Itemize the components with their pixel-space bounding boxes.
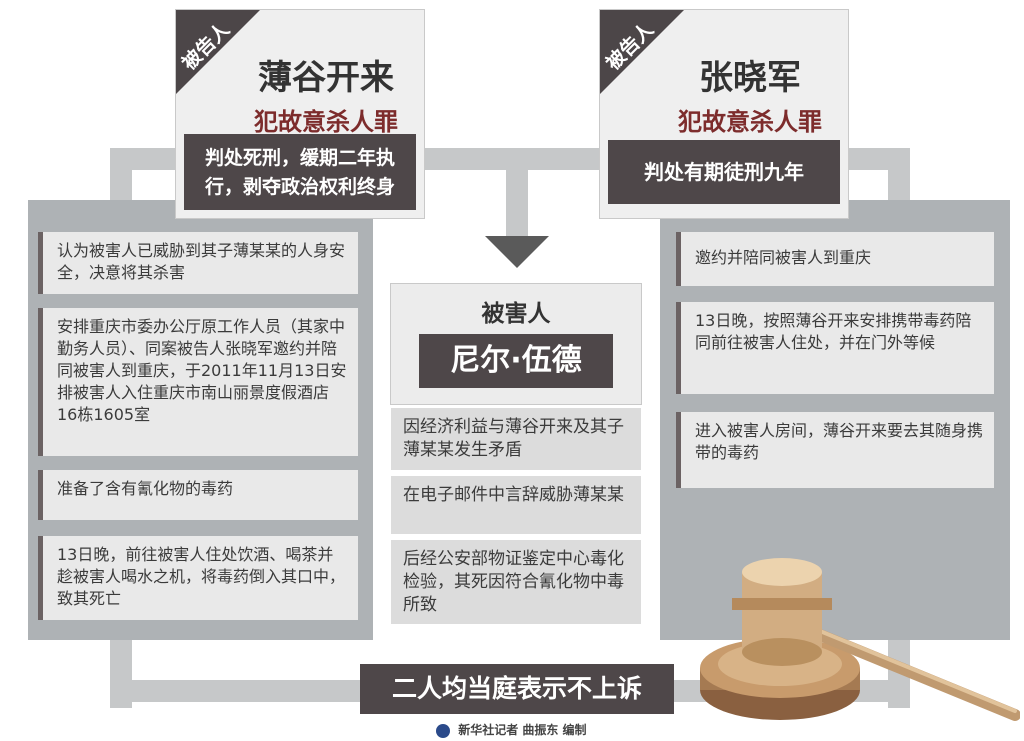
left-item-2: 安排重庆市委办公厅原工作人员（其家中勤务人员）、同案被告人张晓军邀约并陪同被害人… — [38, 308, 358, 456]
credit-text: 新华社记者 曲振东 编制 — [458, 723, 587, 737]
xinhua-logo-icon — [436, 723, 450, 738]
defendant-tag: 被告人 — [176, 10, 260, 94]
right-defendant-card: 被告人 张晓军 犯故意杀人罪 判处有期徒刑九年 — [600, 10, 848, 218]
gavel-icon — [700, 558, 1020, 721]
defendant-sentence: 判处死刑，缓期二年执 行，剥夺政治权利终身 — [184, 134, 416, 210]
defendant-name: 张晓军 — [699, 58, 801, 98]
victim-card: 被害人 尼尔·伍德 — [391, 284, 641, 404]
left-item-3: 准备了含有氰化物的毒药 — [38, 470, 358, 520]
center-connector — [506, 148, 528, 240]
center-item-1: 因经济利益与薄谷开来及其子薄某某发生矛盾 — [391, 408, 641, 470]
left-defendant-card: 被告人 薄谷开来 犯故意杀人罪 判处死刑，缓期二年执 行，剥夺政治权利终身 — [176, 10, 424, 218]
left-item-4: 13日晚，前往被害人住处饮酒、喝茶并趁被害人喝水之机，将毒药倒入其口中，致其死亡 — [38, 536, 358, 620]
center-item-3: 后经公安部物证鉴定中心毒化检验，其死因符合氰化物中毒所致 — [391, 540, 641, 624]
defendant-tag: 被告人 — [600, 10, 684, 94]
credit-line: 新华社记者 曲振东 编制 — [436, 720, 656, 740]
right-item-2: 13日晚，按照薄谷开来安排携带毒药陪同前往被害人住处，并在门外等候 — [676, 302, 994, 394]
center-item-2: 在电子邮件中言辞威胁薄某某 — [391, 476, 641, 534]
defendant-sentence: 判处有期徒刑九年 — [608, 140, 840, 204]
defendant-crime: 犯故意杀人罪 — [678, 108, 822, 136]
defendant-crime: 犯故意杀人罪 — [254, 108, 398, 136]
victim-label: 被害人 — [481, 301, 551, 327]
defendant-name: 薄谷开来 — [258, 58, 394, 98]
left-item-1: 认为被害人已威胁到其子薄某某的人身安全，决意将其杀害 — [38, 232, 358, 294]
verdict-banner: 二人均当庭表示不上诉 — [360, 664, 674, 714]
right-item-1: 邀约并陪同被害人到重庆 — [676, 232, 994, 286]
right-item-3: 进入被害人房间，薄谷开来要去其随身携带的毒药 — [676, 412, 994, 488]
down-arrow-icon — [485, 236, 549, 268]
victim-name: 尼尔·伍德 — [419, 334, 613, 388]
